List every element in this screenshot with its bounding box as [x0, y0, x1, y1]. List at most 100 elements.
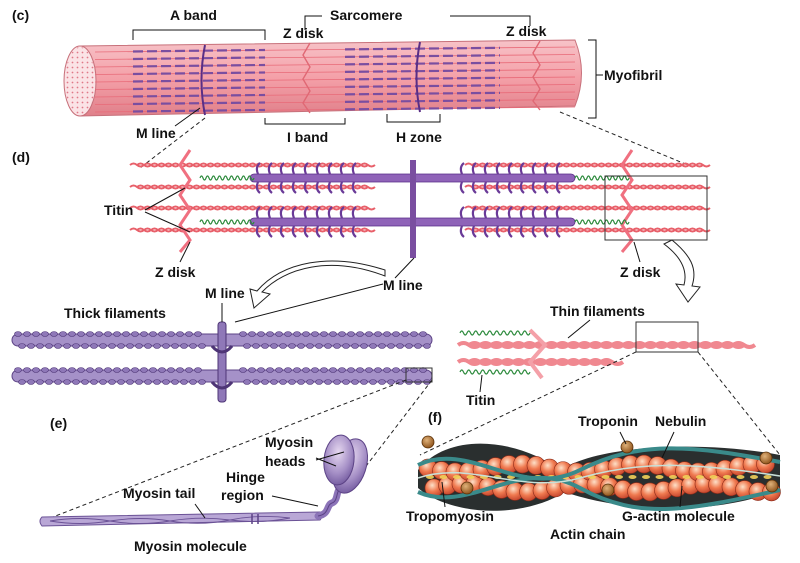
panel-f-thin-filament [417, 435, 781, 512]
m-line-bridge [210, 344, 234, 390]
myosin-head-bump [14, 331, 22, 337]
myosin-head-d [267, 162, 273, 175]
myosin-head-bump [135, 343, 143, 349]
myosin-head-bump [171, 379, 179, 385]
myosin-head-d [339, 162, 345, 175]
myosin-head-bump [374, 331, 382, 337]
hinge-region-label-line1: Hinge [226, 469, 265, 485]
myosin-head-bump [374, 367, 382, 373]
myosin-head-bump [239, 331, 247, 337]
myosin-head-bump [86, 331, 94, 337]
myosin-head-bump [293, 367, 301, 373]
a-band-thick-stripe [344, 106, 501, 111]
thin-strand [471, 205, 711, 211]
myosin-head-bump [401, 367, 409, 373]
myosin-head-bump [410, 331, 418, 337]
myosin-head-bump [252, 379, 260, 385]
myosin-head-d [495, 181, 501, 194]
myosin-head-d [543, 225, 549, 238]
panel-c-myofibril [63, 39, 582, 117]
myosin-head-bump [275, 331, 283, 337]
myosin-head-d [555, 162, 561, 175]
panel-label-c: (c) [12, 7, 29, 23]
myosin-head-bump [311, 367, 319, 373]
myosin-head-d [483, 162, 489, 175]
myosin-head-d [459, 225, 465, 238]
m-line-d-bar [410, 160, 416, 258]
myosin-head-d [459, 206, 465, 219]
h-zone-bracket [386, 114, 441, 123]
hinge-region-leader [271, 495, 319, 507]
myosin-head-bump [293, 331, 301, 337]
myosin-head-d [471, 225, 477, 238]
myosin-molecule-drawing [39, 434, 369, 527]
myosin-head-bump [243, 343, 251, 349]
myosin-head-bump [27, 343, 35, 349]
thick-filaments-label: Thick filaments [64, 305, 166, 321]
myosin-head-d [291, 206, 297, 219]
myosin-head-bump [356, 331, 364, 337]
thin-strand [467, 341, 757, 349]
zoom-box-thick [405, 367, 433, 383]
z-disk-label-top-right: Z disk [506, 23, 547, 39]
myosin-head-bump [162, 379, 170, 385]
titin-leader-thin [479, 374, 483, 393]
z-disk-label-top-left: Z disk [283, 25, 324, 41]
actin-highlight [682, 475, 691, 479]
myosin-head-bump [243, 379, 251, 385]
myosin-head-bump [140, 331, 148, 337]
myosin-head-bump [176, 331, 184, 337]
myosin-head-bump [356, 367, 364, 373]
myosin-head-bump [41, 367, 49, 373]
m-line-leader-d [234, 257, 415, 323]
myosin-head-d [303, 181, 309, 194]
actin-highlight [628, 475, 637, 479]
myosin-head-d [483, 206, 489, 219]
myosin-head-bump [365, 367, 373, 373]
myosin-head-d [279, 225, 285, 238]
myosin-head-d [279, 162, 285, 175]
troponin-complex [460, 481, 474, 495]
myosin-head-bump [297, 343, 305, 349]
actin-highlight [763, 475, 772, 479]
myosin-head-bump [257, 367, 265, 373]
myosin-heads-label-line2: heads [265, 453, 306, 469]
myosin-head-d [531, 181, 537, 194]
myosin-head-bump [117, 379, 125, 385]
actin-highlight [696, 475, 704, 479]
myosin-head-bump [72, 379, 80, 385]
actin-highlight [426, 475, 434, 479]
z-disk-line-2 [532, 40, 541, 111]
nebulin-strand [417, 464, 781, 484]
myosin-head-bump [95, 367, 103, 373]
myosin-head-d [471, 162, 477, 175]
myosin-head-d [555, 181, 561, 194]
myosin-head-bump [86, 367, 94, 373]
myofibril-bracket [588, 39, 603, 119]
zoom-lines-thick [39, 379, 433, 523]
myosin-head-bump [122, 331, 130, 337]
myofibril-stripes [94, 46, 576, 113]
myosin-head-d [543, 162, 549, 175]
myosin-head-d [519, 225, 525, 238]
myosin-head-bump [365, 331, 373, 337]
myosin-heads-label-line1: Myosin [265, 434, 313, 450]
myosin-head-d [303, 206, 309, 219]
myosin-head-bump [284, 331, 292, 337]
zoom-box-d [604, 175, 708, 241]
myosin-heads-leader [315, 451, 345, 467]
myosin-head-bump [347, 367, 355, 373]
myosin-head-bump [302, 331, 310, 337]
myosin-head-bump [99, 343, 107, 349]
myosin-head-d [351, 162, 357, 175]
zoom-lines-thin [419, 351, 781, 456]
a-band-thick-stripe [344, 99, 501, 103]
thin-strand [136, 205, 376, 211]
a-band-thick-stripe [344, 76, 501, 81]
a-band-thick-stripe [344, 61, 501, 66]
h-zone-label: H zone [396, 129, 442, 145]
myosin-head-bump [324, 379, 332, 385]
a-band-bracket [132, 29, 266, 40]
myosin-head-bump [329, 331, 337, 337]
myosin-head-d [267, 206, 273, 219]
